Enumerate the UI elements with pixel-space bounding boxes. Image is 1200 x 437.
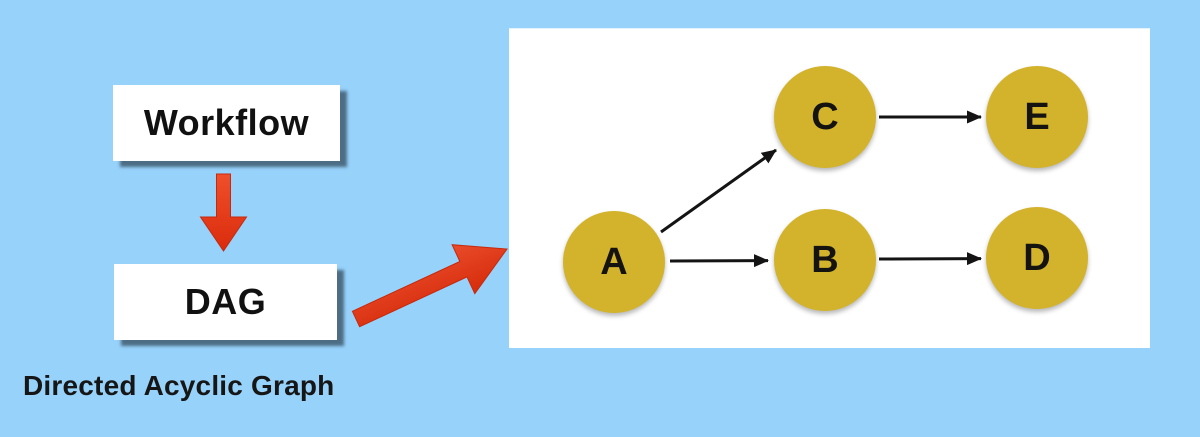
workflow-box: Workflow [113, 85, 340, 161]
node-A-label: A [600, 240, 628, 283]
workflow-to-dag-arrow-icon [199, 173, 248, 252]
node-A: A [563, 211, 665, 313]
node-C-label: C [811, 95, 839, 138]
node-B: B [774, 209, 876, 311]
dag-label: DAG [184, 281, 267, 322]
dag-to-diagram-arrow-icon [351, 244, 508, 328]
dag-box: DAG [114, 264, 337, 340]
node-D-label: D [1023, 236, 1051, 279]
node-B-label: B [811, 238, 839, 281]
caption-directed-acyclic-graph: Directed Acyclic Graph [23, 370, 335, 401]
node-E: E [986, 66, 1088, 168]
node-C: C [774, 66, 876, 168]
node-D: D [986, 207, 1088, 309]
node-E-label: E [1024, 95, 1050, 138]
workflow-label: Workflow [143, 102, 310, 143]
